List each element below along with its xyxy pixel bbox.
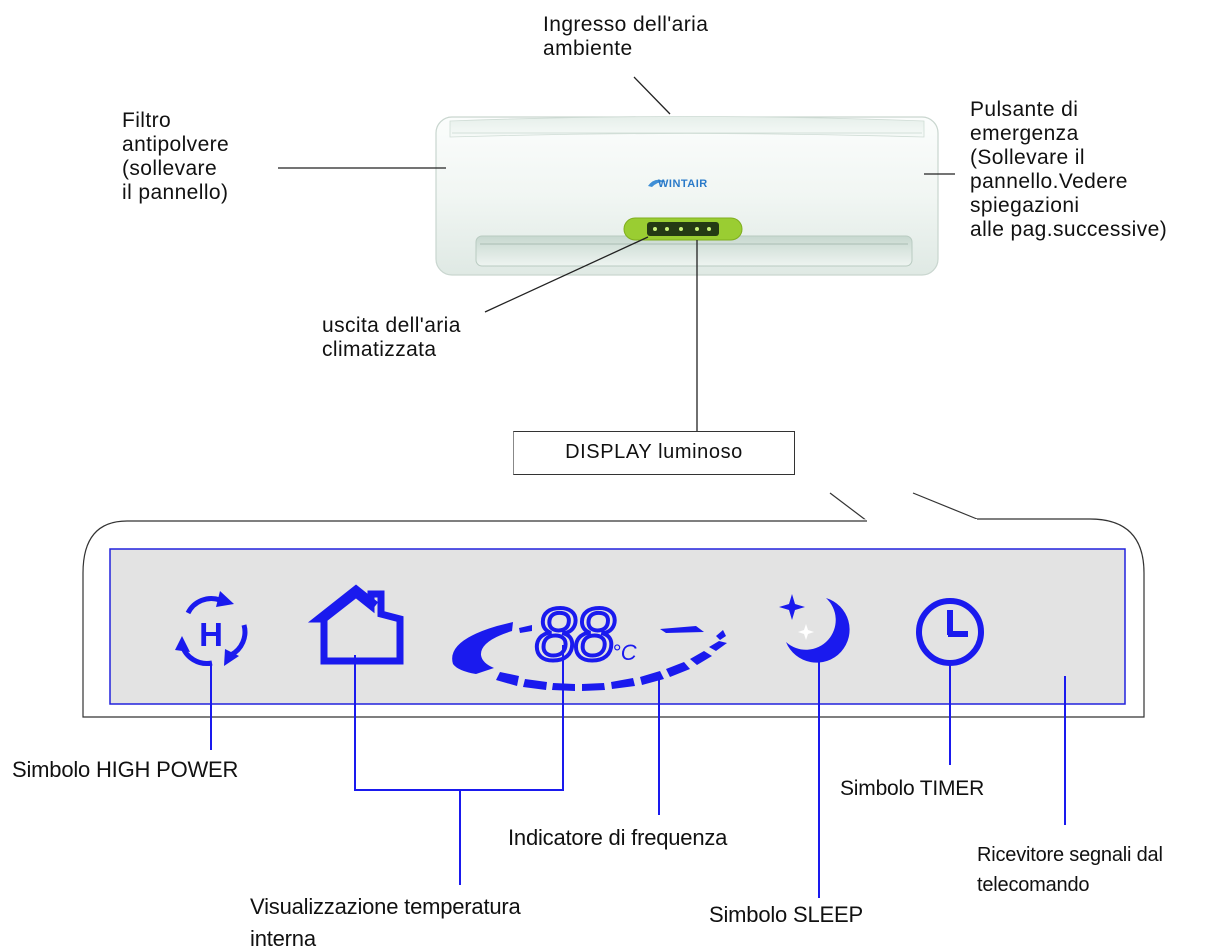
unit-leader-lines bbox=[278, 76, 955, 432]
sleep-label: Simbolo SLEEP bbox=[709, 902, 863, 927]
frequency-label: Indicatore di frequenza bbox=[508, 825, 728, 850]
brand-wave-icon bbox=[648, 179, 666, 187]
sleep-moon-icon bbox=[779, 594, 850, 663]
display-luminoso-box: DISPLAY luminoso bbox=[513, 431, 795, 475]
timer-label: Simbolo TIMER bbox=[840, 777, 985, 800]
display-panel-screen bbox=[109, 548, 1126, 705]
temperature-label: Visualizzazione temperatura interna bbox=[250, 894, 521, 950]
brand-name: WINTAIR bbox=[658, 178, 708, 190]
high-power-icon: H bbox=[175, 591, 248, 666]
temperature-value: 88 bbox=[535, 593, 615, 676]
air-conditioner-unit: WINTAIR bbox=[435, 116, 939, 276]
indoor-temperature-home-icon bbox=[307, 584, 404, 665]
high-power-label: Simbolo HIGH POWER bbox=[12, 757, 239, 782]
receiver-label: Ricevitore segnali dal telecomando bbox=[977, 844, 1163, 896]
emergency-button-label: Pulsante di emergenza (Sollevare il pann… bbox=[970, 98, 1168, 241]
panel-leader-lines bbox=[210, 645, 1066, 898]
ac-top-vent bbox=[449, 116, 925, 138]
frequency-ring bbox=[452, 622, 727, 691]
air-outlet-label: uscita dell'aria climatizzata bbox=[322, 314, 461, 361]
temperature-unit: °C bbox=[612, 640, 637, 665]
high-power-letter: H bbox=[199, 616, 223, 653]
callout-wedge bbox=[829, 492, 978, 522]
sleep-star-icon bbox=[779, 594, 805, 620]
display-luminoso-label: DISPLAY luminoso bbox=[565, 441, 743, 463]
dust-filter-label: Filtro antipolvere (sollevare il pannell… bbox=[122, 109, 230, 204]
room-air-inlet-label: Ingresso dell'aria ambiente bbox=[543, 13, 709, 60]
temperature-digits: 88 °C bbox=[533, 591, 637, 678]
brand-logo: WINTAIR bbox=[648, 178, 708, 190]
